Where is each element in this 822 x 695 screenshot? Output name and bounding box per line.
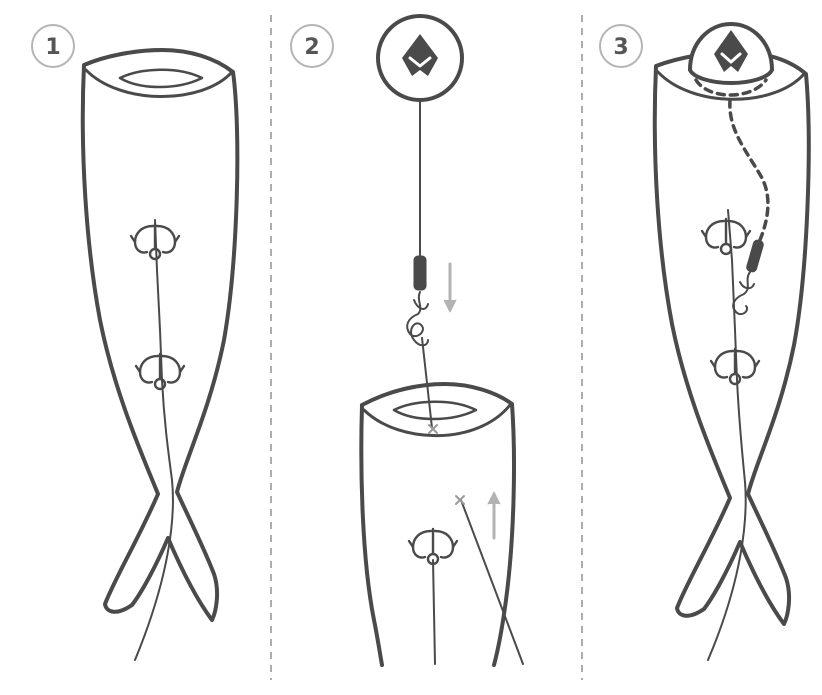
crimp-sleeve-icon	[413, 255, 427, 291]
fish-body-icon	[359, 382, 516, 667]
treble-hook-icon	[700, 217, 752, 256]
step-number-2: 2	[304, 35, 319, 60]
rig-head-emblem-icon	[376, 14, 464, 102]
step-badge-1: 1	[31, 24, 75, 68]
fishing-line	[707, 209, 747, 661]
fish-body-icon	[652, 50, 811, 626]
exit-line	[460, 499, 524, 665]
exit-point-marker	[455, 495, 465, 505]
arrow-down-icon	[443, 262, 457, 313]
treble-hook-icon	[709, 347, 761, 386]
panel-2	[359, 14, 524, 667]
hidden-leader-dashed	[694, 78, 770, 242]
step-badge-3: 3	[599, 24, 643, 68]
line-knot-loop	[406, 291, 429, 347]
treble-hook-icon	[129, 222, 181, 261]
panel-1	[80, 48, 240, 661]
fish-mouth-inner	[392, 400, 478, 421]
arrow-up-icon	[487, 491, 501, 540]
treble-hook-icon	[134, 352, 186, 391]
crimp-sleeve-icon	[746, 239, 764, 273]
fishing-line	[134, 219, 174, 661]
treble-hook-icon	[407, 527, 459, 566]
fish-mouth-inner	[118, 68, 204, 89]
step-number-3: 3	[613, 35, 628, 60]
panel-3	[652, 22, 811, 661]
step-number-1: 1	[45, 35, 60, 60]
fish-body-icon	[80, 48, 240, 622]
step-badge-2: 2	[290, 24, 334, 68]
rig-head-emblem-icon	[688, 22, 774, 85]
fish-mouth	[656, 70, 806, 101]
entry-point-marker	[428, 424, 438, 434]
fish-mouth	[362, 403, 512, 438]
fish-mouth	[84, 68, 234, 98]
line-knot-loop	[732, 271, 755, 316]
fishing-line	[432, 559, 436, 665]
